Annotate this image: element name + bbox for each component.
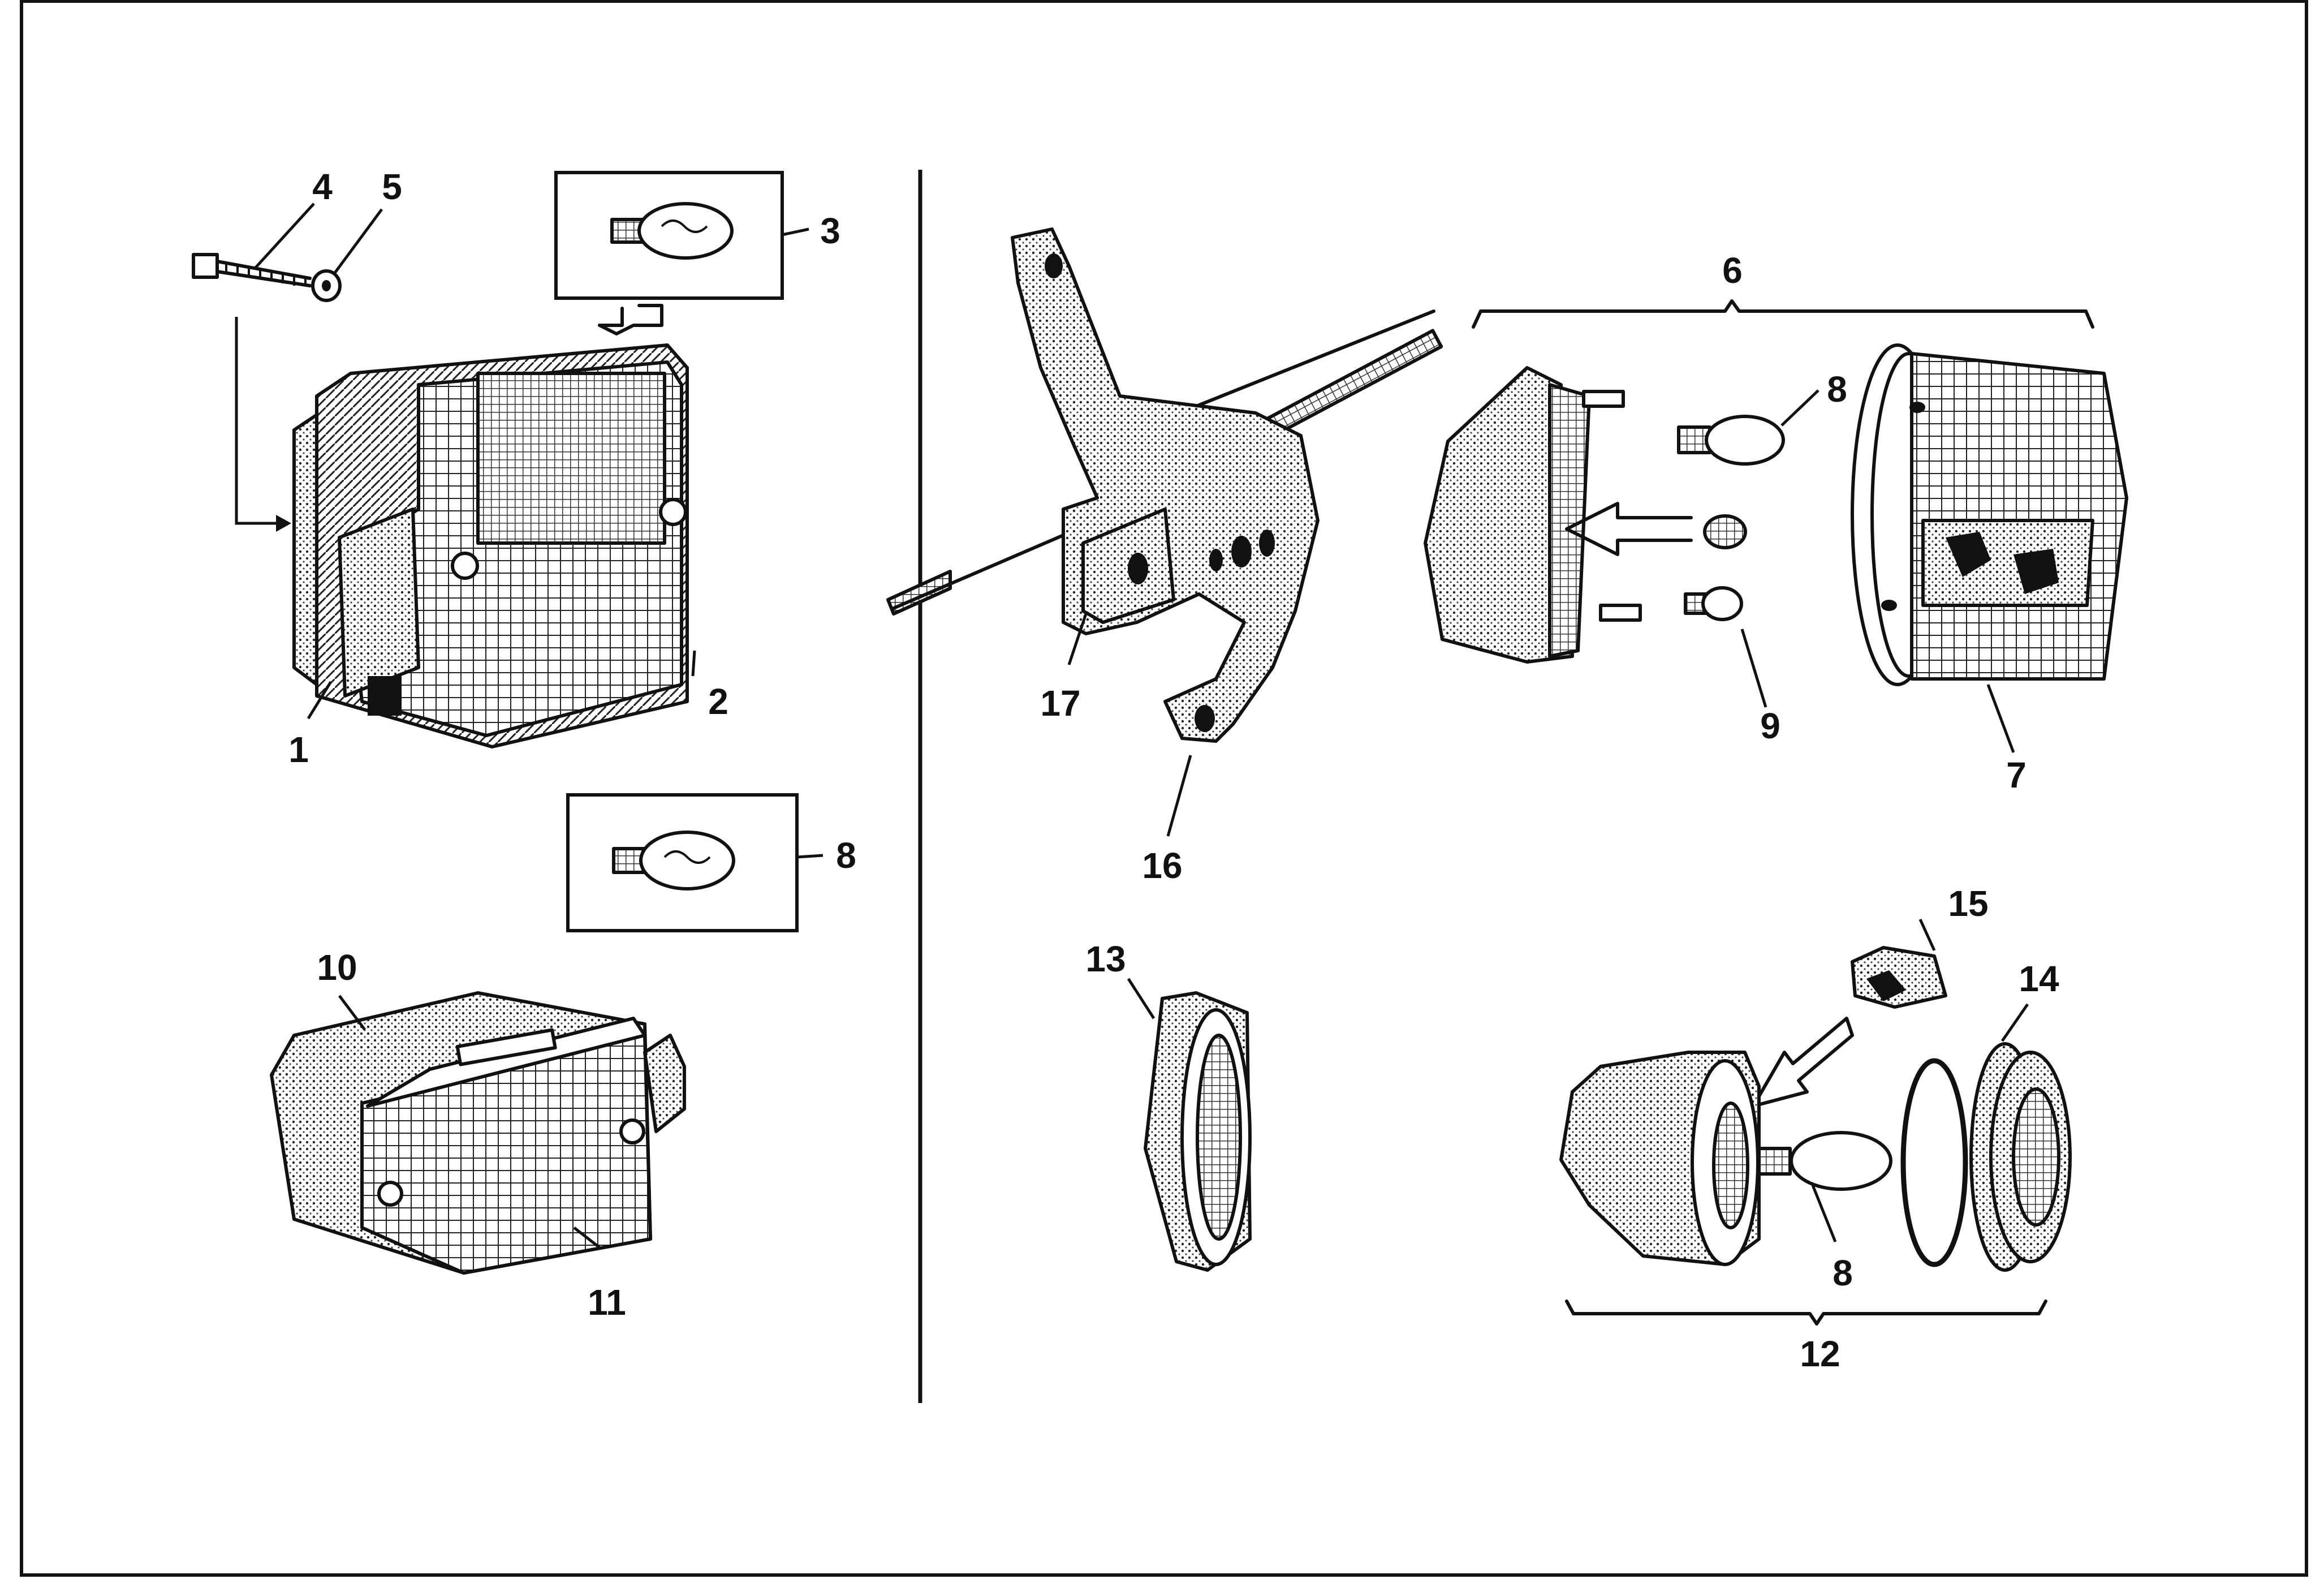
- leader-10: [338, 995, 366, 1031]
- leader-2: [691, 650, 696, 677]
- callout-12: 12: [1800, 1333, 1840, 1374]
- callout-6: 6: [1722, 250, 1743, 291]
- lamp-body-part-6: [1424, 366, 1642, 664]
- washer-part-5: [311, 269, 342, 302]
- callout-8-b: 8: [836, 835, 856, 876]
- bolt-part-4: [192, 253, 312, 287]
- leader-15: [1918, 918, 1936, 952]
- assembly-arrow-bolt-head: [276, 515, 291, 532]
- leader-4: [253, 203, 315, 270]
- callout-9: 9: [1760, 705, 1780, 746]
- leader-16: [1166, 755, 1192, 837]
- leader-13: [1127, 978, 1155, 1019]
- lens-part-13: [1144, 991, 1252, 1272]
- leader-8-a: [1780, 389, 1819, 427]
- callout-8-c: 8: [1833, 1253, 1853, 1293]
- socket-plug: [1703, 514, 1747, 549]
- bulb-part-8-c: [1757, 1131, 1892, 1191]
- gasket-ring: [1900, 1058, 1968, 1267]
- brace-12: [1565, 1300, 2047, 1326]
- insert-arrow-bulb-3: [598, 304, 663, 335]
- callout-5: 5: [382, 166, 402, 207]
- bulb-box-part-8: [566, 793, 799, 932]
- lamp-body-part-12: [1559, 1051, 1761, 1266]
- leader-7: [1986, 684, 2015, 753]
- callout-2: 2: [708, 681, 728, 722]
- bracket-part-16-17: [886, 227, 1443, 743]
- leader-8-c: [1811, 1185, 1837, 1242]
- bulb-part-9: [1684, 586, 1743, 621]
- brace-6: [1472, 299, 2094, 329]
- callout-16: 16: [1142, 845, 1183, 886]
- callout-13: 13: [1085, 939, 1126, 979]
- callout-17: 17: [1040, 683, 1081, 724]
- leader-8-box: [796, 854, 823, 859]
- callout-4: 4: [312, 166, 333, 207]
- callout-7: 7: [2006, 755, 2027, 795]
- leader-17: [1067, 613, 1088, 665]
- callout-11: 11: [588, 1282, 626, 1323]
- assembly-arrow-bolt: [235, 317, 283, 525]
- rear-lamp-part-1-2: [292, 343, 689, 748]
- insert-arrow-15: [1752, 1017, 1854, 1108]
- callout-14: 14: [2019, 958, 2059, 999]
- callout-8-a: 8: [1827, 369, 1847, 410]
- bulb-part-8-a: [1677, 415, 1785, 466]
- callout-15: 15: [1948, 883, 1989, 924]
- lens-part-7: [1851, 343, 2128, 686]
- leader-5: [332, 208, 383, 276]
- insert-arrow-socket: [1565, 502, 1693, 556]
- callout-10: 10: [317, 947, 357, 988]
- side-lamp-part-10-11: [270, 991, 686, 1275]
- callout-1: 1: [288, 729, 309, 770]
- leader-9: [1740, 629, 1767, 708]
- seal-part-15: [1851, 946, 1947, 1009]
- leader-14: [2000, 1003, 2029, 1042]
- page-frame: [20, 0, 2308, 1577]
- lens-part-14: [1969, 1042, 2072, 1272]
- callout-3: 3: [820, 210, 840, 251]
- leader-1: [307, 681, 333, 720]
- leader-3: [782, 227, 809, 236]
- bulb-box-part-3: [554, 171, 784, 300]
- leader-11: [573, 1227, 601, 1249]
